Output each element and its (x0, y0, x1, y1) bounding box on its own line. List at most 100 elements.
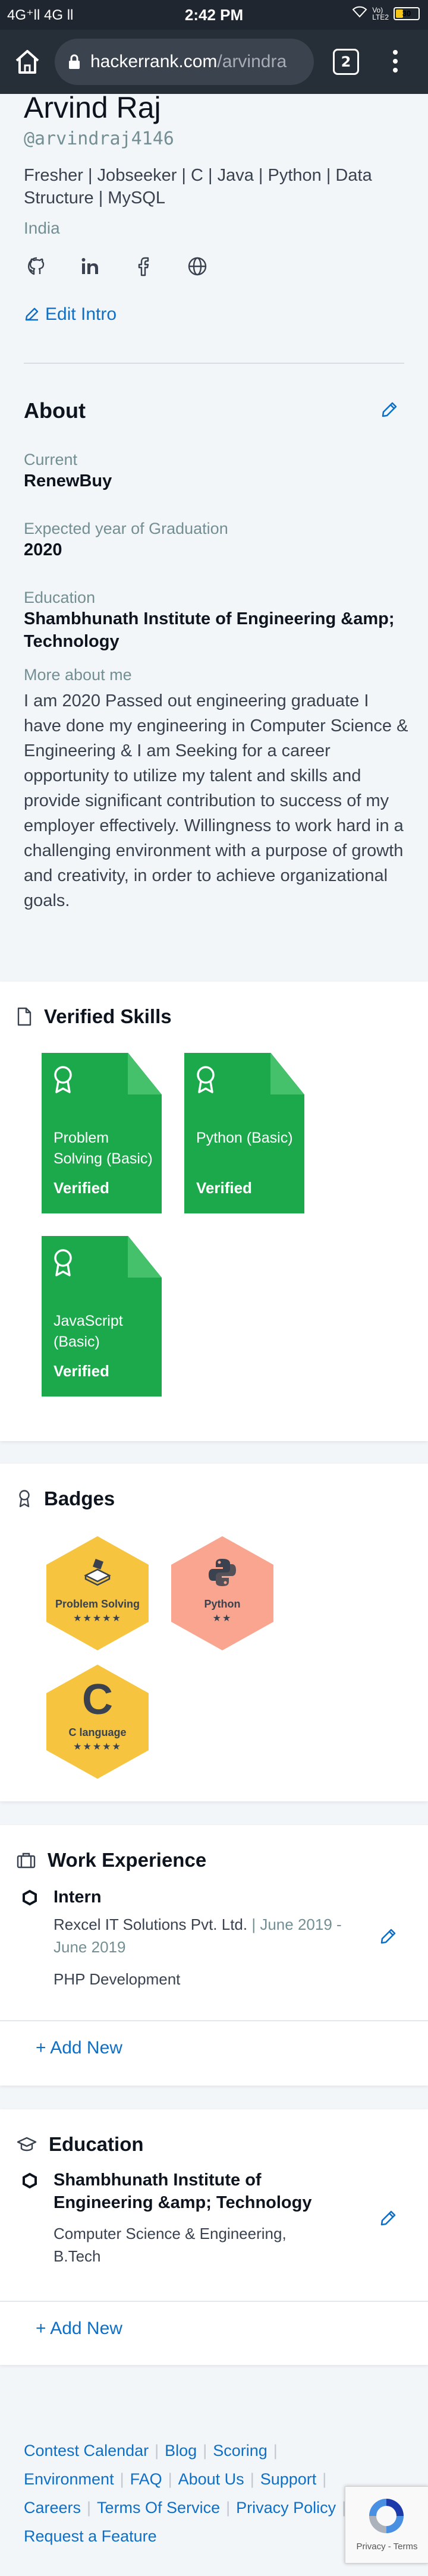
work-experience-title: Work Experience (48, 1849, 207, 1871)
pencil-icon (380, 2210, 396, 2226)
footer-link[interactable]: Privacy Policy (236, 2499, 336, 2517)
footer-link[interactable]: Terms Of Service (97, 2499, 221, 2517)
badge-python[interactable]: Python ★★ (171, 1536, 273, 1650)
education-value: Shambhunath Institute of Engineering &am… (24, 609, 395, 651)
profile-section: Arvind Raj @arvindraj4146 Fresher | Jobs… (0, 91, 428, 970)
battery-icon: 30 (394, 7, 420, 20)
award-icon (19, 1490, 30, 1508)
add-work-button[interactable]: + Add New (36, 2038, 122, 2058)
edit-about-button[interactable] (380, 401, 398, 421)
badge-name: Problem Solving (55, 1598, 140, 1610)
divider (0, 2020, 428, 2021)
profile-headline: Fresher | Jobseeker | C | Java | Python … (24, 166, 372, 207)
education-school: Shambhunath Institute of Engineering &am… (54, 2171, 312, 2212)
footer-link[interactable]: Request a Feature (24, 2527, 157, 2545)
profile-name: Arvind Raj (24, 91, 161, 124)
footer-links: Contest Calendar|Blog|Scoring| Environme… (24, 2442, 347, 2545)
badges-title: Badges (44, 1487, 115, 1509)
verified-skills-title: Verified Skills (44, 1005, 172, 1027)
footer-link[interactable]: Scoring (213, 2442, 268, 2459)
work-role: Intern (54, 1888, 102, 1907)
briefcase-icon (17, 1852, 36, 1869)
status-time: 2:42 PM (184, 6, 244, 24)
badges-card: Badges Problem Solving ★★★★★ Python ★★ C… (0, 1464, 428, 1801)
document-icon (17, 1007, 32, 1026)
url-path: /arvindra (217, 52, 287, 71)
current-label: Current (24, 451, 78, 468)
footer: Contest Calendar|Blog|Scoring| Environme… (0, 2420, 428, 2576)
skill-status: Verified (54, 1179, 109, 1197)
profile-country: India (24, 219, 60, 237)
edit-intro-link[interactable]: Edit Intro (24, 304, 117, 325)
skill-name: JavaScript (Basic) (54, 1313, 123, 1350)
award-ribbon-icon (197, 1066, 215, 1093)
badge-problem-solving[interactable]: Problem Solving ★★★★★ (46, 1536, 149, 1650)
wifi-icon (352, 6, 367, 21)
c-letter-icon: C (82, 1676, 113, 1723)
divider (24, 363, 404, 364)
work-experience-header: Work Experience (17, 1849, 206, 1872)
work-company: Rexcel IT Solutions Pvt. Ltd. (54, 1916, 248, 1933)
footer-link[interactable]: About Us (178, 2470, 244, 2488)
badge-stars: ★★ (212, 1612, 232, 1624)
social-links (24, 253, 210, 279)
work-experience-card: Work Experience Intern Rexcel IT Solutio… (0, 1825, 428, 2086)
footer-link[interactable]: Environment (24, 2470, 114, 2488)
more-about-label: More about me (24, 666, 132, 684)
puzzle-icon (46, 1555, 149, 1591)
footer-link[interactable]: Support (260, 2470, 317, 2488)
recaptcha-badge[interactable]: Privacy - Terms (345, 2486, 428, 2564)
graduation-value: 2020 (24, 540, 62, 559)
badge-name: C language (68, 1726, 127, 1738)
url-host: hackerrank.com (90, 52, 218, 71)
education-label: Education (24, 589, 96, 606)
verified-skills-card: Verified Skills Problem Solving (Basic) … (0, 982, 428, 1441)
award-ribbon-icon (54, 1066, 72, 1093)
pencil-icon (25, 307, 39, 321)
skill-certificate[interactable]: Python (Basic) Verified (184, 1053, 304, 1213)
status-icons: Vo)LTE2 30 (352, 6, 420, 21)
skill-certificate[interactable]: JavaScript (Basic) Verified (42, 1236, 162, 1396)
hexagon-bullet-icon (23, 1889, 37, 1906)
divider (0, 2301, 428, 2302)
verified-skills-header: Verified Skills (17, 1005, 172, 1028)
tab-switcher-button[interactable]: 2 (333, 49, 359, 75)
work-company-dates: Rexcel IT Solutions Pvt. Ltd. | June 201… (54, 1913, 351, 1958)
home-icon (15, 50, 39, 74)
edit-education-button[interactable] (379, 2209, 397, 2229)
hexagon-bullet-icon (23, 2172, 37, 2189)
graduation-cap-icon (17, 2137, 37, 2152)
github-icon[interactable] (24, 253, 50, 279)
globe-icon[interactable] (184, 253, 210, 279)
linkedin-icon[interactable] (77, 253, 103, 279)
award-ribbon-icon (54, 1249, 72, 1276)
edit-intro-label: Edit Intro (45, 304, 117, 324)
more-menu-button[interactable] (386, 46, 404, 76)
facebook-icon[interactable] (131, 253, 157, 279)
badge-c-language[interactable]: C C language ★★★★★ (46, 1665, 149, 1779)
edit-work-button[interactable] (379, 1927, 397, 1948)
profile-username: @arvindraj4146 (24, 128, 174, 149)
footer-link[interactable]: Blog (165, 2442, 197, 2459)
signal-indicators: 4G⁺ll 4G ll (7, 7, 74, 23)
education-degree: Computer Science & Engineering, B.Tech (54, 2225, 287, 2265)
footer-link[interactable]: Careers (24, 2499, 81, 2517)
add-education-button[interactable]: + Add New (36, 2319, 122, 2338)
badge-name: Python (204, 1598, 241, 1610)
pencil-icon (382, 402, 397, 417)
badges-header: Badges (17, 1487, 115, 1510)
skill-status: Verified (196, 1179, 252, 1197)
pencil-icon (380, 1929, 396, 1944)
skill-certificate[interactable]: Problem Solving (Basic) Verified (42, 1053, 162, 1213)
home-button[interactable] (13, 48, 42, 76)
recaptcha-links[interactable]: Privacy - Terms (356, 2542, 418, 2552)
footer-link[interactable]: FAQ (130, 2470, 162, 2488)
battery-level: 30 (402, 9, 411, 18)
address-bar[interactable]: hackerrank.com/arvindra (55, 39, 314, 85)
skill-name: Problem Solving (Basic) (54, 1130, 153, 1167)
work-dates: | June 2019 - June 2019 (54, 1916, 342, 1956)
badge-stars: ★★★★★ (73, 1741, 122, 1752)
lte-icon: Vo)LTE2 (372, 6, 389, 21)
education-header: Education (17, 2133, 144, 2156)
footer-link[interactable]: Contest Calendar (24, 2442, 149, 2459)
